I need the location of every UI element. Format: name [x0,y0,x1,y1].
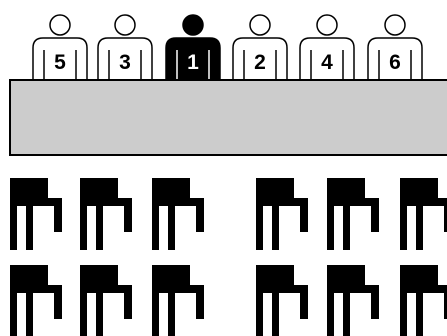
member-head [115,15,135,35]
audience-chair [80,265,132,336]
audience-chair [10,265,62,336]
member-seat-number: 5 [54,51,66,74]
member-seat-number: 6 [389,51,401,74]
audience-chair [10,178,62,250]
member-seat-number: 3 [119,51,131,74]
audience-chair [256,178,308,250]
panel-table [10,80,447,155]
audience-chair [327,178,379,250]
audience-chair [327,265,379,336]
audience-chair [152,265,204,336]
audience-chair [400,265,447,336]
panel-member-6: 6 [368,15,422,82]
panel-members: 5 3 1 2 4 6 [33,15,422,82]
member-head [183,15,203,35]
panel-member-1: 1 [166,15,220,82]
panel-member-5: 5 [33,15,87,82]
member-seat-number: 4 [321,51,333,74]
audience-chair [80,178,132,250]
panel-member-3: 3 [98,15,152,82]
member-head [250,15,270,35]
panel-member-4: 4 [300,15,354,82]
member-head [317,15,337,35]
audience-chair [400,178,447,250]
audience-chairs [10,178,447,336]
member-seat-number: 1 [187,51,199,74]
member-head [385,15,405,35]
member-seat-number: 2 [254,51,266,74]
member-head [50,15,70,35]
audience-chair [152,178,204,250]
panel-member-2: 2 [233,15,287,82]
audience-chair [256,265,308,336]
